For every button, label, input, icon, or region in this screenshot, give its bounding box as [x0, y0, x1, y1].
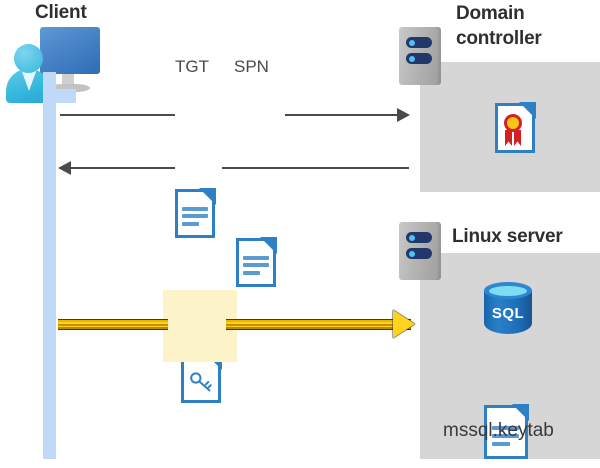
authenticate-arrow-line-right: [226, 319, 411, 330]
document-text-line: [182, 222, 199, 227]
sql-label: SQL: [491, 305, 525, 322]
document-text-line: [243, 255, 269, 260]
monitor-neck: [62, 74, 74, 86]
client-computer-user-icon: [6, 27, 100, 103]
authenticate-arrowhead: [393, 310, 415, 338]
rack-led-pill: [406, 248, 432, 259]
linux-server-server-rack-icon: [399, 222, 441, 280]
keytab-filename-label: mssql.keytab: [443, 420, 554, 441]
document-text-line: [491, 441, 511, 446]
spn-label: SPN: [234, 57, 269, 76]
sql-database-icon: SQL: [482, 281, 534, 343]
document-text-line: [182, 206, 208, 211]
rack-led-pill: [406, 53, 432, 64]
response-arrowhead: [58, 161, 71, 175]
spn-document-icon: [236, 237, 277, 287]
response-arrow-line-right: [222, 167, 409, 169]
document-sheet: [181, 354, 221, 403]
response-key-document-icon: [181, 353, 222, 403]
keytab-document-icon: [484, 404, 529, 459]
tgt-document-icon: [175, 188, 216, 238]
linux-server-title: Linux server: [452, 226, 563, 247]
document-text-line: [243, 271, 260, 276]
monitor-foot: [56, 89, 76, 103]
monitor-base: [48, 84, 90, 92]
certificate-seal: [504, 114, 522, 132]
request-arrow-line-right: [285, 114, 397, 116]
document-text-line: [182, 214, 208, 219]
document-fold-corner: [199, 188, 216, 205]
domain-controller-server-rack-icon: [399, 27, 441, 85]
rack-led-pill: [406, 37, 432, 48]
certificate-document-icon: [495, 102, 536, 153]
document-text-line: [491, 433, 520, 438]
authenticate-arrow-line-left: [58, 319, 168, 330]
domain-controller-title-line2: controller: [456, 28, 542, 49]
certificate-ribbon-left: [505, 130, 512, 146]
document-sheet: [236, 238, 276, 287]
document-fold-corner: [512, 404, 529, 421]
person-head: [14, 44, 43, 73]
tgt-label: TGT: [175, 57, 209, 76]
key-glyph: [189, 369, 214, 394]
domain-controller-title-line1: Domain: [456, 3, 525, 24]
document-fold-corner: [260, 237, 277, 254]
certificate-ribbon-right: [514, 130, 521, 146]
request-arrow-line-left: [60, 114, 175, 116]
monitor-screen: [40, 27, 100, 74]
client-title: Client: [35, 2, 87, 23]
rack-led-pill: [406, 232, 432, 243]
request-arrowhead: [397, 108, 410, 122]
response-arrow-line-left: [71, 167, 175, 169]
cylinder-top: [484, 282, 532, 299]
document-text-line: [243, 263, 269, 268]
person-collar: [21, 69, 37, 91]
document-fold-corner: [519, 102, 536, 119]
document-text-line: [491, 425, 520, 430]
authenticate-highlight-box: [163, 290, 237, 362]
client-lifeline: [43, 72, 56, 459]
